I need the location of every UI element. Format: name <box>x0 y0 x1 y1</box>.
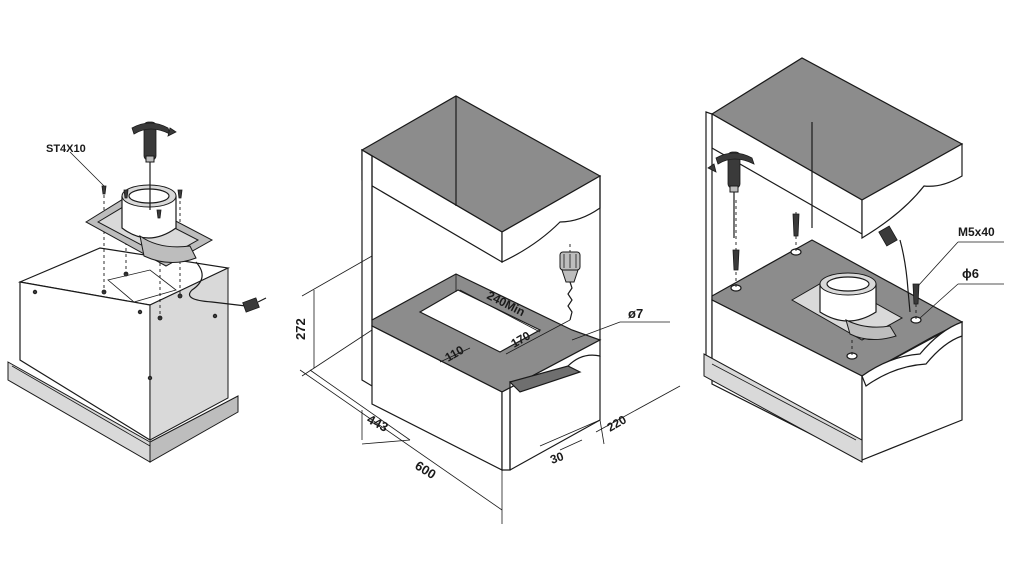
figure-3-installed-view: M5x40 ϕ6 <box>703 57 1004 463</box>
bolt-size-label: M5x40 <box>958 225 995 239</box>
drill-icon <box>559 244 581 321</box>
figure-2-cutout-dimensions: 272 443 600 240Min 110 170 ø7 220 30 <box>293 95 681 524</box>
edge-dimension-label: 30 <box>548 449 566 467</box>
cabinet-frame <box>360 95 602 471</box>
screwdriver-icon <box>131 121 177 210</box>
figure-1-hood-assembly: ST4X10 <box>7 121 267 463</box>
depth-dimension-label: 443 <box>365 411 391 434</box>
bolt-icon <box>732 200 920 356</box>
screw-icon <box>101 185 183 219</box>
hole-diameter-label: ø7 <box>628 306 643 321</box>
screwdriver-icon <box>707 151 755 238</box>
hole-size-label: ϕ6 <box>962 266 979 281</box>
screw-size-label: ST4X10 <box>46 143 86 155</box>
dimension-lines <box>299 255 681 524</box>
width-dimension-label: 600 <box>412 458 438 482</box>
fixing-plate <box>85 184 267 313</box>
cabinet-with-hood <box>703 57 964 463</box>
hood-body <box>7 247 239 463</box>
height-dimension-label: 272 <box>293 318 308 340</box>
